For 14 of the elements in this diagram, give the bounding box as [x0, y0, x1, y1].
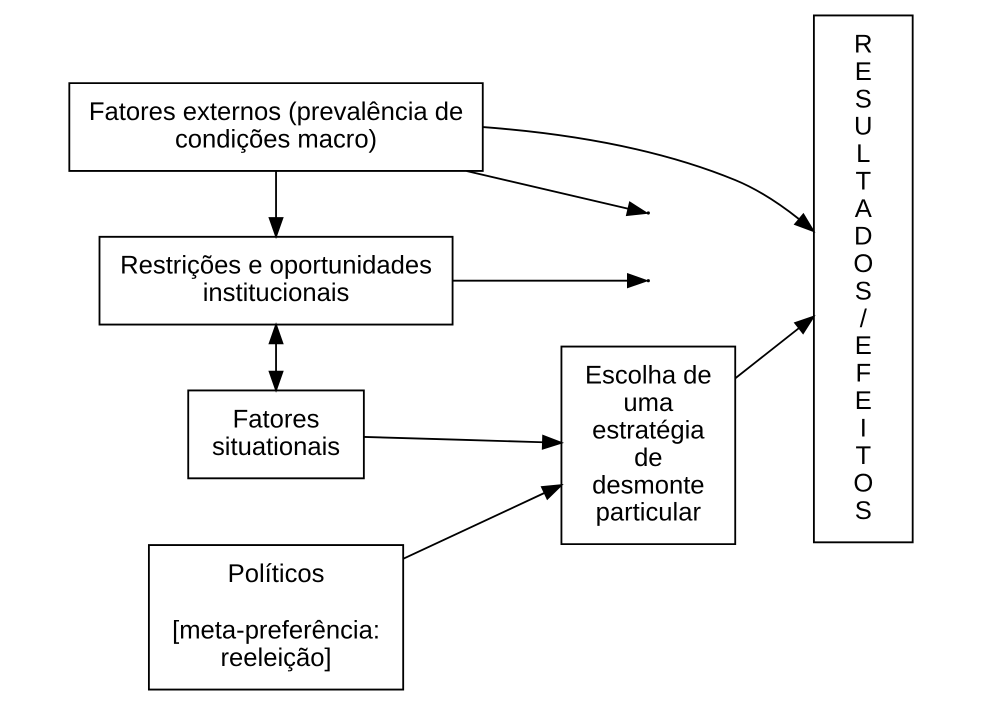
arrow	[482, 126, 816, 233]
node-box: Fatores situationais	[187, 390, 365, 480]
arrow	[453, 273, 649, 288]
node-box: Restrições e oportunidades institucionais	[98, 236, 454, 326]
node-box: Políticos [meta-preferência: reeleição]	[148, 544, 404, 690]
arrow	[268, 322, 284, 393]
node-box: Fatores externos (prevalência de condições macro)	[68, 82, 484, 172]
node-box: Escolha de uma estratégia de desmonte particular	[560, 346, 736, 546]
arrow	[364, 434, 564, 450]
node-box: RESULTADOS/EFEITOS	[812, 14, 914, 544]
arrow	[268, 171, 284, 240]
arrow	[466, 170, 649, 216]
arrow	[734, 314, 816, 379]
arrow	[403, 484, 564, 560]
